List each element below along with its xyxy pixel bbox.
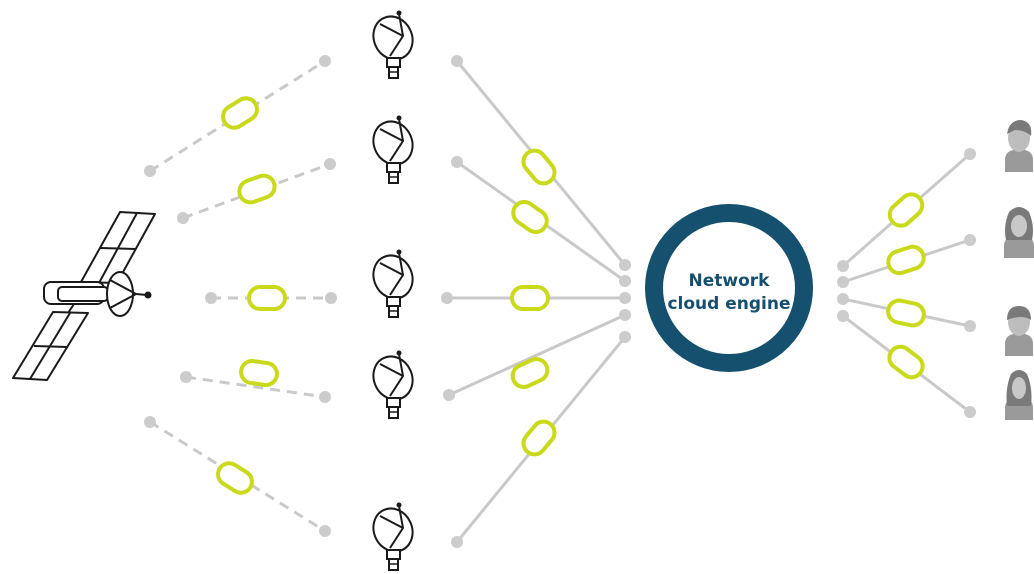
satellite-link-dots — [144, 55, 337, 537]
packet-icon — [886, 244, 926, 276]
sat-link-4 — [185, 375, 326, 399]
user-link-dots — [837, 148, 976, 418]
packet-icon — [521, 148, 557, 186]
packet-icon — [510, 357, 550, 389]
user-woman-icon — [1005, 370, 1033, 420]
packet-icon — [510, 285, 550, 311]
users — [1004, 120, 1034, 420]
satellite-dish-icon — [365, 501, 421, 571]
hub-label-line1: Network — [689, 271, 771, 291]
packet-icon — [521, 419, 557, 457]
packet-icon — [247, 285, 287, 311]
data-packets — [216, 96, 926, 495]
station-link-dots — [441, 55, 631, 548]
satellite-links — [149, 59, 331, 533]
packet-icon — [887, 344, 925, 380]
satellite-dish-icon — [365, 9, 421, 80]
satellite-dish-icon — [365, 349, 421, 419]
network-cloud-engine: Network cloud engine — [645, 204, 813, 372]
user-man-icon — [1005, 306, 1033, 356]
packet-icon — [887, 192, 925, 228]
station-link-4 — [448, 313, 626, 397]
packet-icon — [221, 96, 259, 130]
packet-icon — [216, 461, 254, 495]
packet-icon — [237, 173, 277, 205]
satellite-dish-icon — [365, 114, 421, 184]
packet-icon — [886, 298, 926, 328]
sat-link-2 — [182, 162, 331, 220]
hub-label-line2: cloud engine — [667, 294, 790, 314]
ground-stations — [365, 9, 421, 571]
hub-ring — [645, 204, 813, 372]
user-woman-icon — [1004, 207, 1034, 258]
user-man-icon — [1005, 120, 1033, 172]
satellite-dish-icon — [365, 248, 421, 318]
satellite-icon — [12, 211, 156, 381]
packet-icon — [511, 199, 549, 235]
packet-icon — [239, 359, 279, 387]
